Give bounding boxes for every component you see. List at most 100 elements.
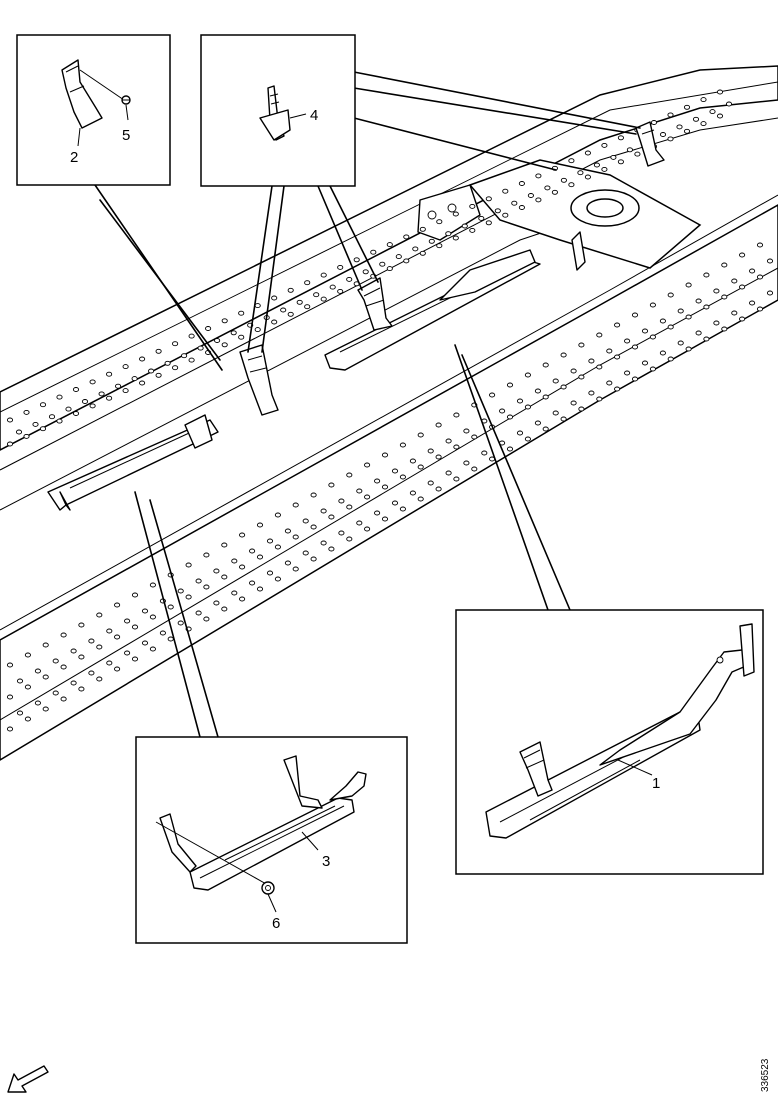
frame-hole	[593, 162, 600, 168]
frame-hole	[362, 269, 369, 275]
frame-hole	[677, 308, 684, 314]
frame-hole	[452, 235, 459, 241]
frame-hole	[353, 257, 360, 263]
frame-hole	[320, 540, 327, 546]
frame-hole	[485, 220, 492, 226]
frame-hole	[302, 550, 309, 556]
frame-hole	[141, 608, 149, 614]
frame-hole	[399, 442, 406, 448]
frame-hole	[436, 219, 443, 225]
frame-hole	[72, 387, 80, 392]
frame-hole	[739, 252, 746, 258]
frame-hole	[271, 319, 278, 325]
frame-hole	[659, 318, 666, 324]
frame-hole	[149, 646, 156, 652]
frame-hole	[749, 268, 756, 274]
frame-hole	[256, 522, 264, 528]
frame-hole	[610, 154, 617, 160]
frame-hole	[114, 666, 121, 672]
frame-hole	[24, 716, 31, 722]
frame-hole	[172, 341, 179, 347]
frame-hole	[124, 618, 131, 624]
frame-hole	[337, 288, 344, 294]
frame-hole	[122, 364, 129, 370]
frame-hole	[185, 562, 192, 568]
frame-hole	[304, 280, 311, 286]
frame-hole	[346, 472, 353, 478]
frame-hole	[419, 226, 426, 232]
frame-hole	[578, 342, 585, 348]
frame-hole	[700, 97, 707, 103]
frame-hole	[634, 151, 641, 157]
frame-hole	[427, 448, 434, 454]
frame-hole	[266, 570, 274, 576]
frame-hole	[78, 654, 85, 660]
frame-hole	[667, 356, 674, 362]
frame-hole	[485, 196, 492, 202]
frame-hole	[329, 284, 336, 290]
frame-hole	[667, 112, 674, 118]
frame-hole	[749, 300, 756, 306]
reference-number: 336523	[760, 1058, 771, 1092]
bracket-2-illustration	[61, 59, 125, 129]
lower-rail-holes	[6, 242, 774, 732]
frame-hole	[284, 528, 291, 534]
frame-hole	[511, 200, 518, 206]
frame-hole	[23, 409, 30, 415]
frame-hole	[39, 426, 47, 432]
frame-hole	[453, 412, 460, 418]
frame-hole	[188, 357, 195, 363]
frame-hole	[155, 348, 162, 354]
frame-hole	[213, 600, 220, 606]
frame-hole	[23, 433, 30, 439]
frame-hole	[417, 464, 424, 470]
frame-hole	[254, 303, 261, 309]
frame-hole	[524, 436, 531, 442]
frame-hole	[614, 354, 621, 360]
frame-hole	[624, 338, 631, 344]
frame-hole	[256, 586, 264, 592]
frame-hole	[731, 278, 738, 284]
frame-hole	[203, 552, 210, 558]
frame-hole	[205, 326, 212, 331]
frame-hole	[766, 258, 774, 264]
frame-hole	[435, 422, 442, 428]
frame-hole	[445, 438, 452, 444]
frame-hole	[427, 480, 434, 486]
frame-hole	[195, 578, 202, 584]
frame-hole	[502, 212, 509, 218]
frame-hole	[374, 478, 381, 484]
frame-hole	[114, 602, 121, 608]
frame-hole	[596, 364, 603, 370]
frame-hole	[445, 470, 452, 476]
frame-hole	[221, 606, 228, 612]
installed-bracket-right	[324, 249, 541, 371]
frame-hole	[310, 556, 317, 562]
frame-hole	[89, 403, 96, 409]
nut-6-illustration	[261, 881, 275, 895]
frame-hole	[417, 432, 424, 438]
direction-arrow-icon	[7, 1065, 49, 1093]
frame-hole	[292, 502, 299, 508]
frame-hole	[284, 560, 291, 566]
frame-hole	[96, 612, 103, 618]
frame-hole	[535, 197, 542, 203]
frame-hole	[313, 292, 320, 298]
frame-hole	[703, 272, 710, 278]
frame-hole	[649, 302, 656, 308]
frame-hole	[551, 189, 558, 195]
callout-6: 6	[272, 915, 280, 932]
frame-hole	[641, 360, 649, 366]
frame-hole	[42, 706, 49, 712]
frame-hole	[254, 327, 261, 333]
frame-hole	[381, 484, 389, 490]
frame-hole	[214, 338, 221, 343]
frame-hole	[641, 328, 649, 334]
frame-hole	[106, 395, 113, 401]
frame-hole	[542, 426, 549, 432]
frame-hole	[506, 382, 514, 388]
frame-hole	[524, 372, 531, 378]
frame-hole	[524, 404, 531, 410]
frame-hole	[461, 223, 468, 229]
installed-clip-right	[635, 121, 665, 167]
